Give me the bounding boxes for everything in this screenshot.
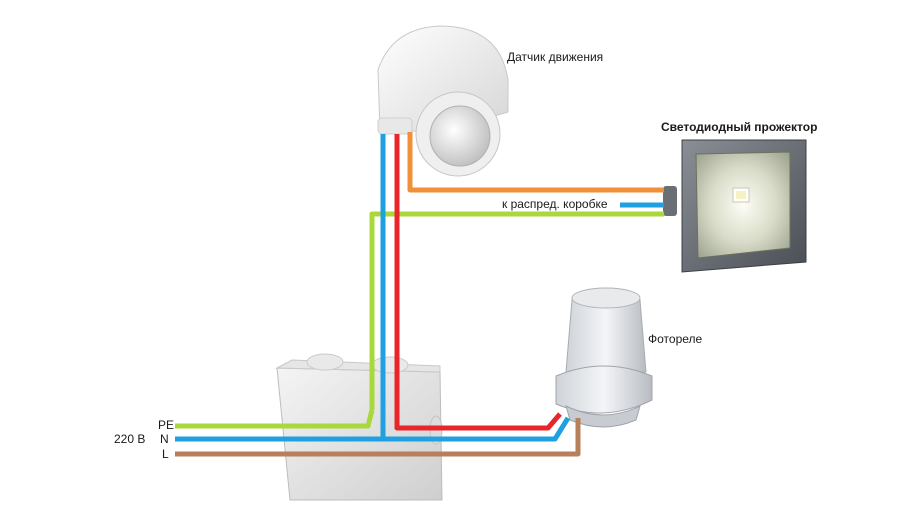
wires xyxy=(175,132,664,457)
motion-sensor xyxy=(377,25,509,177)
wire-pe-input xyxy=(175,409,375,429)
wire-load-orange xyxy=(407,132,664,193)
wire-neutral-input xyxy=(175,416,571,442)
floodlight xyxy=(663,139,807,273)
wire-pe-to-floodlight xyxy=(369,211,664,410)
label-n: N xyxy=(160,432,169,446)
label-pe: PE xyxy=(158,418,175,432)
label-junction-box-link: к распред. коробке xyxy=(502,197,608,211)
label-l: L xyxy=(162,447,169,461)
wire-line-input xyxy=(175,418,581,457)
label-voltage: 220 В xyxy=(114,432,146,446)
label-motion-sensor: Датчик движения xyxy=(507,50,604,64)
label-floodlight: Светодиодный прожектор xyxy=(661,120,818,134)
photorelay xyxy=(555,287,653,428)
label-photorelay: Фотореле xyxy=(648,332,703,346)
wire-phase-sensor xyxy=(394,134,562,431)
